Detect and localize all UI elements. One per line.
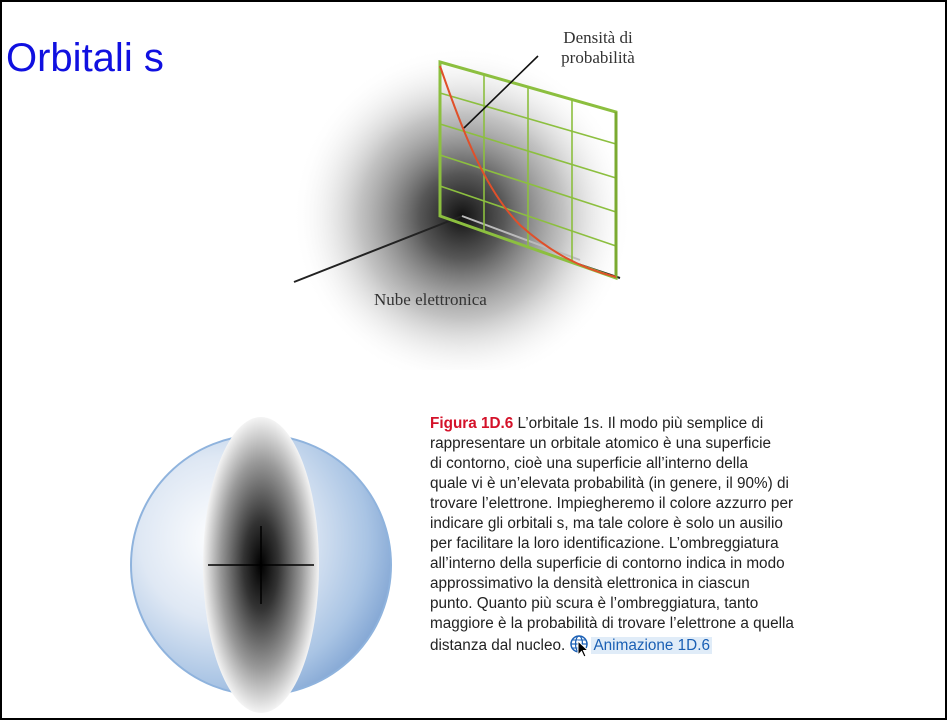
caption-line: indicare gli orbitali s, ma tale colore … (430, 515, 783, 532)
animation-link[interactable]: Animazione 1D.6 (591, 637, 712, 654)
caption-line: approssimativo la densità elettronica in… (430, 575, 750, 592)
caption-line: quale vi è un’elevata probabilità (in ge… (430, 475, 789, 492)
electron-cloud (292, 46, 632, 370)
caption-line: L’orbitale 1s. Il modo più semplice di (513, 415, 764, 432)
density-curve (439, 65, 617, 278)
label-pointer (463, 55, 539, 129)
caption-line: rappresentare un orbitale atomico è una … (430, 435, 771, 452)
caption-line: punto. Quanto più scura è l’ombreggiatur… (430, 595, 759, 612)
slide-title: Orbitali s (6, 36, 164, 80)
caption-line: di contorno, cioè una superficie all’int… (430, 455, 749, 472)
axis-right (461, 215, 581, 261)
electron-cloud-figure (292, 46, 632, 370)
figure-caption: Figura 1D.6 L’orbitale 1s. Il modo più s… (430, 414, 926, 658)
caption-line: distanza dal nucleo. (430, 637, 570, 654)
boundary-surface-figure (130, 417, 392, 713)
caption-line: maggiore è la probabilità di trovare l’e… (430, 615, 794, 632)
figure-label: Figura 1D.6 (430, 415, 514, 432)
globe-icon[interactable] (569, 634, 590, 658)
caption-line: per facilitare la loro identificazione. … (430, 535, 779, 552)
caption-line: all’interno della superficie di contorno… (430, 555, 785, 572)
axis-left (293, 215, 463, 283)
mouse-cursor-icon (577, 640, 590, 658)
cloud-label: Nube elettronica (374, 290, 487, 309)
density-label: Densità di probabilità (561, 28, 635, 67)
caption-line: trovare l’elettrone. Impiegheremo il col… (430, 495, 794, 512)
